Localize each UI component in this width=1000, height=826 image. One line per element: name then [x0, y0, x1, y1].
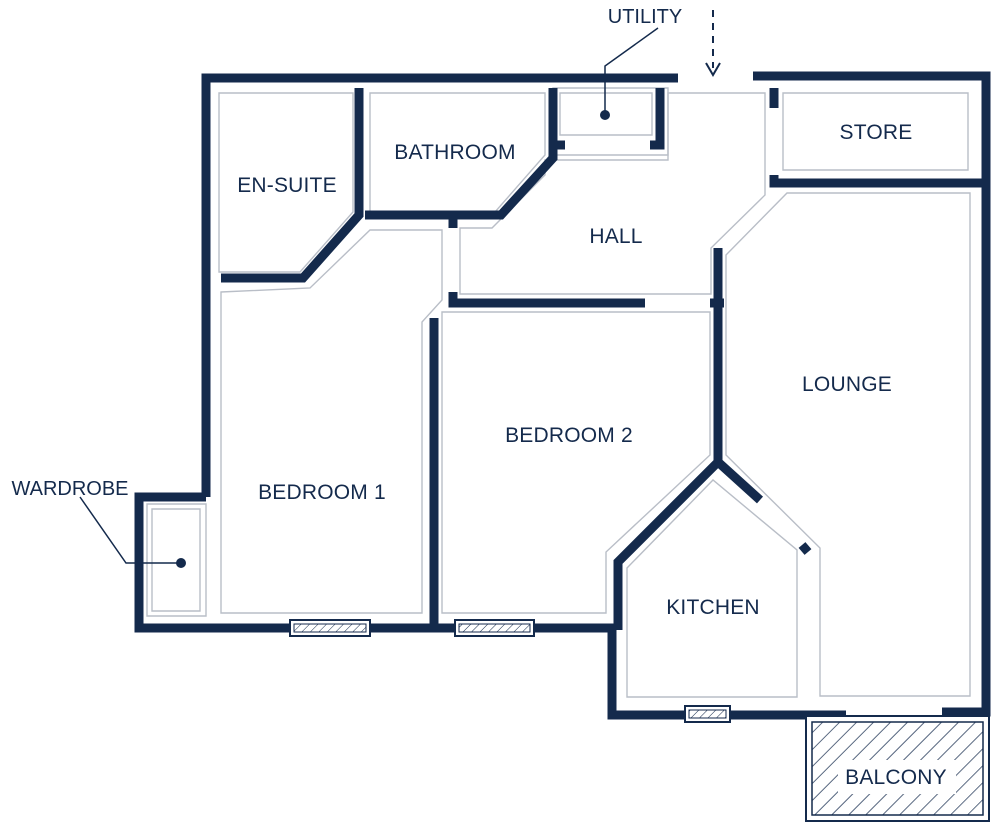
bedroom-1-label: BEDROOM 1	[258, 481, 386, 504]
wardrobe-leader-line	[79, 496, 178, 564]
utility-callout	[600, 27, 659, 120]
store-label: STORE	[840, 121, 913, 144]
bedroom-1-outline	[220, 229, 443, 614]
en-suite-wall	[221, 88, 364, 283]
dot-icon	[600, 110, 610, 120]
en-suite-label: EN-SUITE	[237, 174, 337, 197]
bathroom-label: BATHROOM	[394, 141, 515, 164]
lounge-outline	[725, 192, 971, 697]
outer-wall-north-east	[753, 71, 991, 717]
balcony-label: BALCONY	[845, 766, 947, 789]
kitchen-east-stub	[798, 542, 812, 555]
inner-room-outlines	[146, 87, 971, 698]
balcony-label-bg	[838, 760, 956, 794]
bedroom-2-outline	[441, 311, 711, 614]
utility-outline	[559, 92, 653, 136]
utility-leader-line	[604, 27, 659, 113]
bathroom-wall	[365, 88, 558, 220]
store-wall-bottom	[769, 175, 982, 188]
window-bedroom-2-hatch	[458, 623, 531, 633]
kitchen-east-wall	[714, 458, 764, 504]
room-labels: UTILITY STORE BATHROOM EN-SUITE HALL LOU…	[11, 6, 946, 789]
wardrobe-outline	[151, 508, 201, 612]
lounge-label: LOUNGE	[802, 373, 892, 396]
kitchen-label: KITCHEN	[666, 596, 760, 619]
walls	[134, 71, 991, 720]
wardrobe-label: WARDROBE	[11, 478, 128, 500]
utility-wall-right	[650, 88, 665, 150]
dashed-arrow-down-icon	[705, 10, 721, 77]
utility-label: UTILITY	[608, 6, 682, 28]
en-suite-outline	[218, 92, 354, 273]
wardrobe-outer-outline	[146, 503, 207, 617]
store-outline	[782, 92, 969, 171]
hall-label: HALL	[589, 225, 642, 248]
hall-outline	[459, 92, 766, 295]
bathroom-outline	[369, 92, 546, 213]
kitchen-outline	[626, 479, 798, 698]
window-bedroom-1-hatch	[293, 623, 367, 633]
wardrobe-callout	[79, 496, 186, 568]
bedroom-2-label: BEDROOM 2	[505, 424, 633, 447]
windows	[289, 619, 731, 723]
outer-wall-north-west	[201, 73, 678, 497]
kitchen-west-wall	[613, 458, 722, 630]
south-wall-bedroom-2	[534, 623, 685, 720]
bedroom-2-wall	[448, 292, 645, 308]
balcony	[805, 715, 990, 822]
window-kitchen-hatch	[688, 709, 727, 719]
dot-icon	[176, 558, 186, 568]
